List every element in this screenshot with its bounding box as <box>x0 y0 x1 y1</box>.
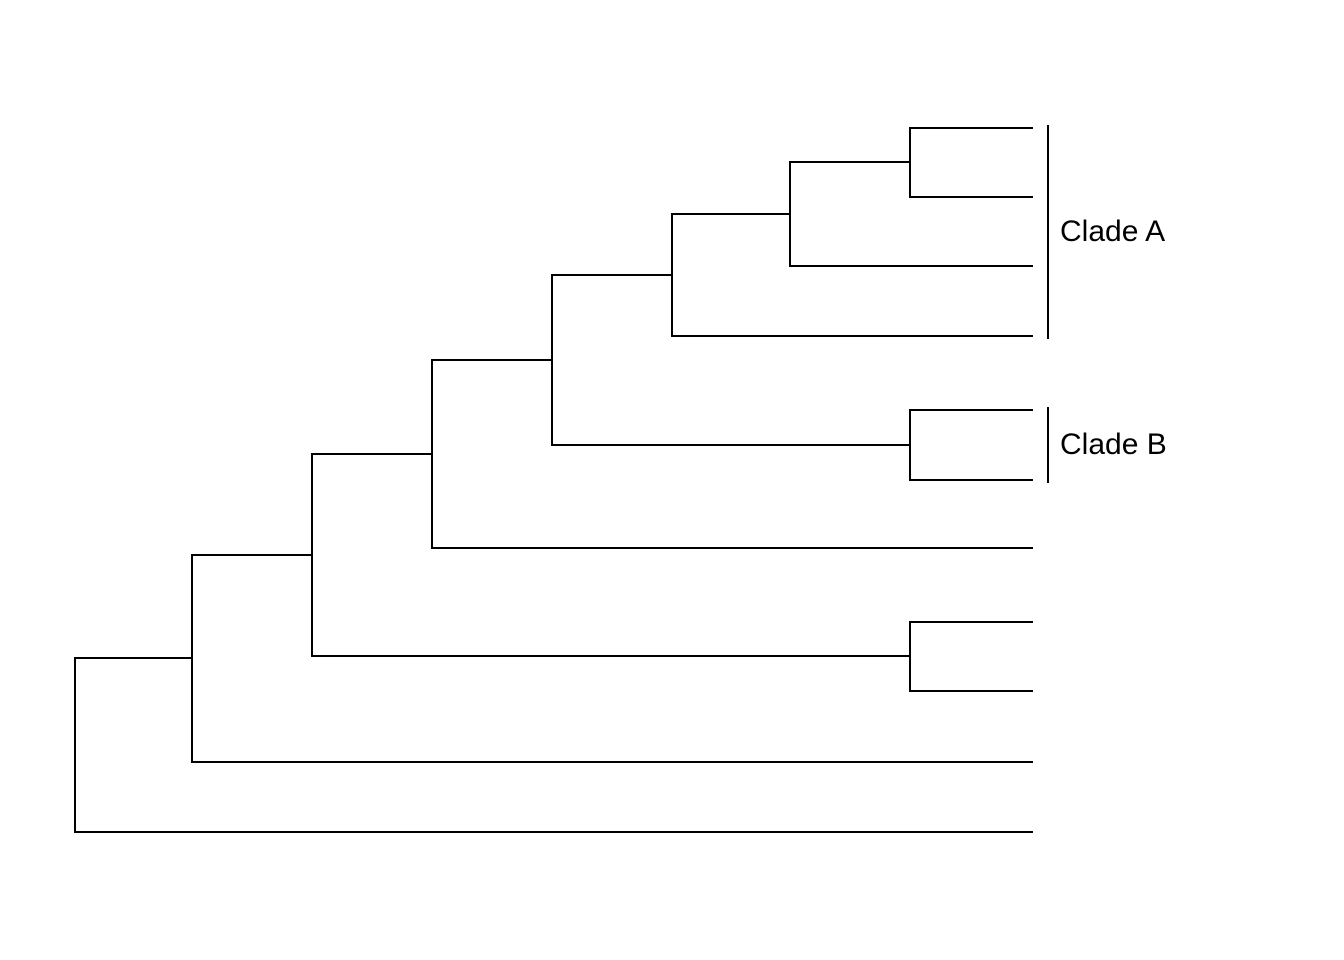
clade-b-label: Clade B <box>1060 428 1167 461</box>
clade-a-label: Clade A <box>1060 215 1166 248</box>
